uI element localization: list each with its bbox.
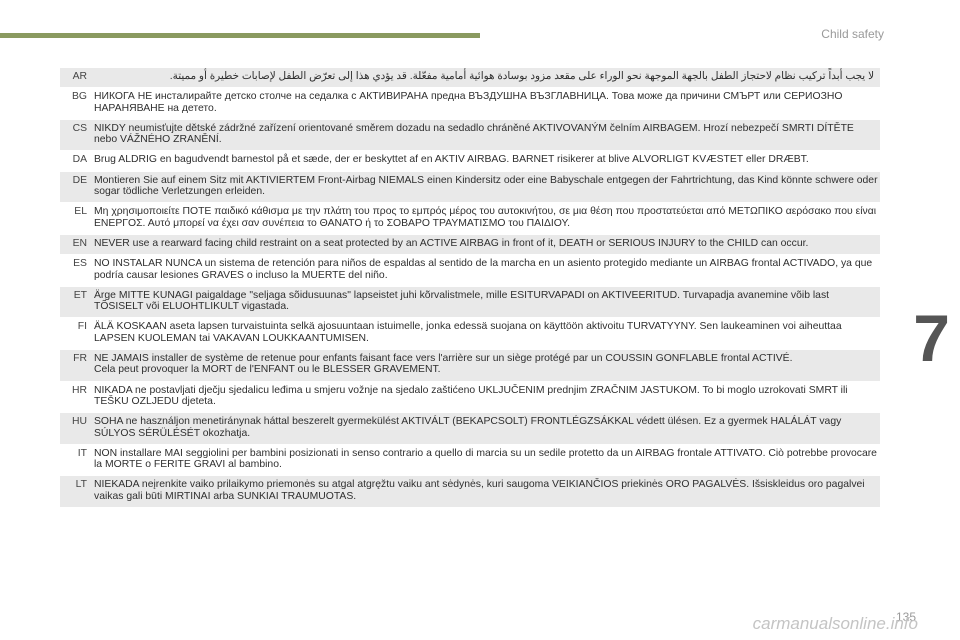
- warning-text: ÄLÄ KOSKAAN aseta lapsen turvaistuinta s…: [94, 317, 880, 350]
- language-code: FI: [60, 317, 94, 350]
- language-code: AR: [60, 66, 94, 88]
- warning-text: SOHA ne használjon menetiránynak háttal …: [94, 412, 880, 445]
- language-code: CS: [60, 118, 94, 151]
- warning-text: لا يجب أبداً تركيب نظام لاحتجاز الطفل با…: [94, 66, 880, 88]
- language-code: HR: [60, 380, 94, 413]
- warning-text: NEVER use a rearward facing child restra…: [94, 233, 880, 255]
- warning-text: NON installare MAI seggiolini per bambin…: [94, 443, 880, 476]
- warning-text: Ärge MITTE KUNAGI paigaldage "seljaga sõ…: [94, 285, 880, 318]
- chapter-number: 7: [913, 301, 950, 375]
- header-accent-bar: [0, 33, 480, 38]
- language-code: FR: [60, 349, 94, 382]
- page-number: 135: [895, 610, 916, 624]
- language-code: EL: [60, 202, 94, 235]
- warning-text: НИКОГА НЕ инсталирайте детско столче на …: [94, 87, 880, 120]
- language-code: HU: [60, 412, 94, 445]
- warning-text: Μη χρησιμοποιείτε ΠΟΤΕ παιδικό κάθισμα μ…: [94, 202, 880, 235]
- warning-text: NIEKADA neįrenkite vaiko prilaikymo prie…: [94, 475, 880, 508]
- language-code: DE: [60, 170, 94, 203]
- section-title: Child safety: [821, 27, 884, 41]
- warning-text: Brug ALDRIG en bagudvendt barnestol på e…: [94, 150, 880, 172]
- language-code: DA: [60, 150, 94, 172]
- watermark: carmanualsonline.info: [752, 614, 918, 633]
- warning-text: Montieren Sie auf einem Sitz mit AKTIVIE…: [94, 170, 880, 203]
- language-code: IT: [60, 443, 94, 476]
- language-code: LT: [60, 475, 94, 508]
- language-code: ES: [60, 254, 94, 287]
- language-code: ET: [60, 285, 94, 318]
- warning-text: NIKDY neumisťujte dětské zádržné zařízen…: [94, 118, 880, 151]
- warning-text: NIKADA ne postavljati dječju sjedalicu l…: [94, 380, 880, 413]
- language-code: BG: [60, 87, 94, 120]
- warning-text: NO INSTALAR NUNCA un sistema de retenció…: [94, 254, 880, 287]
- warning-text: NE JAMAIS installer de système de retenu…: [94, 349, 880, 382]
- language-code: EN: [60, 233, 94, 255]
